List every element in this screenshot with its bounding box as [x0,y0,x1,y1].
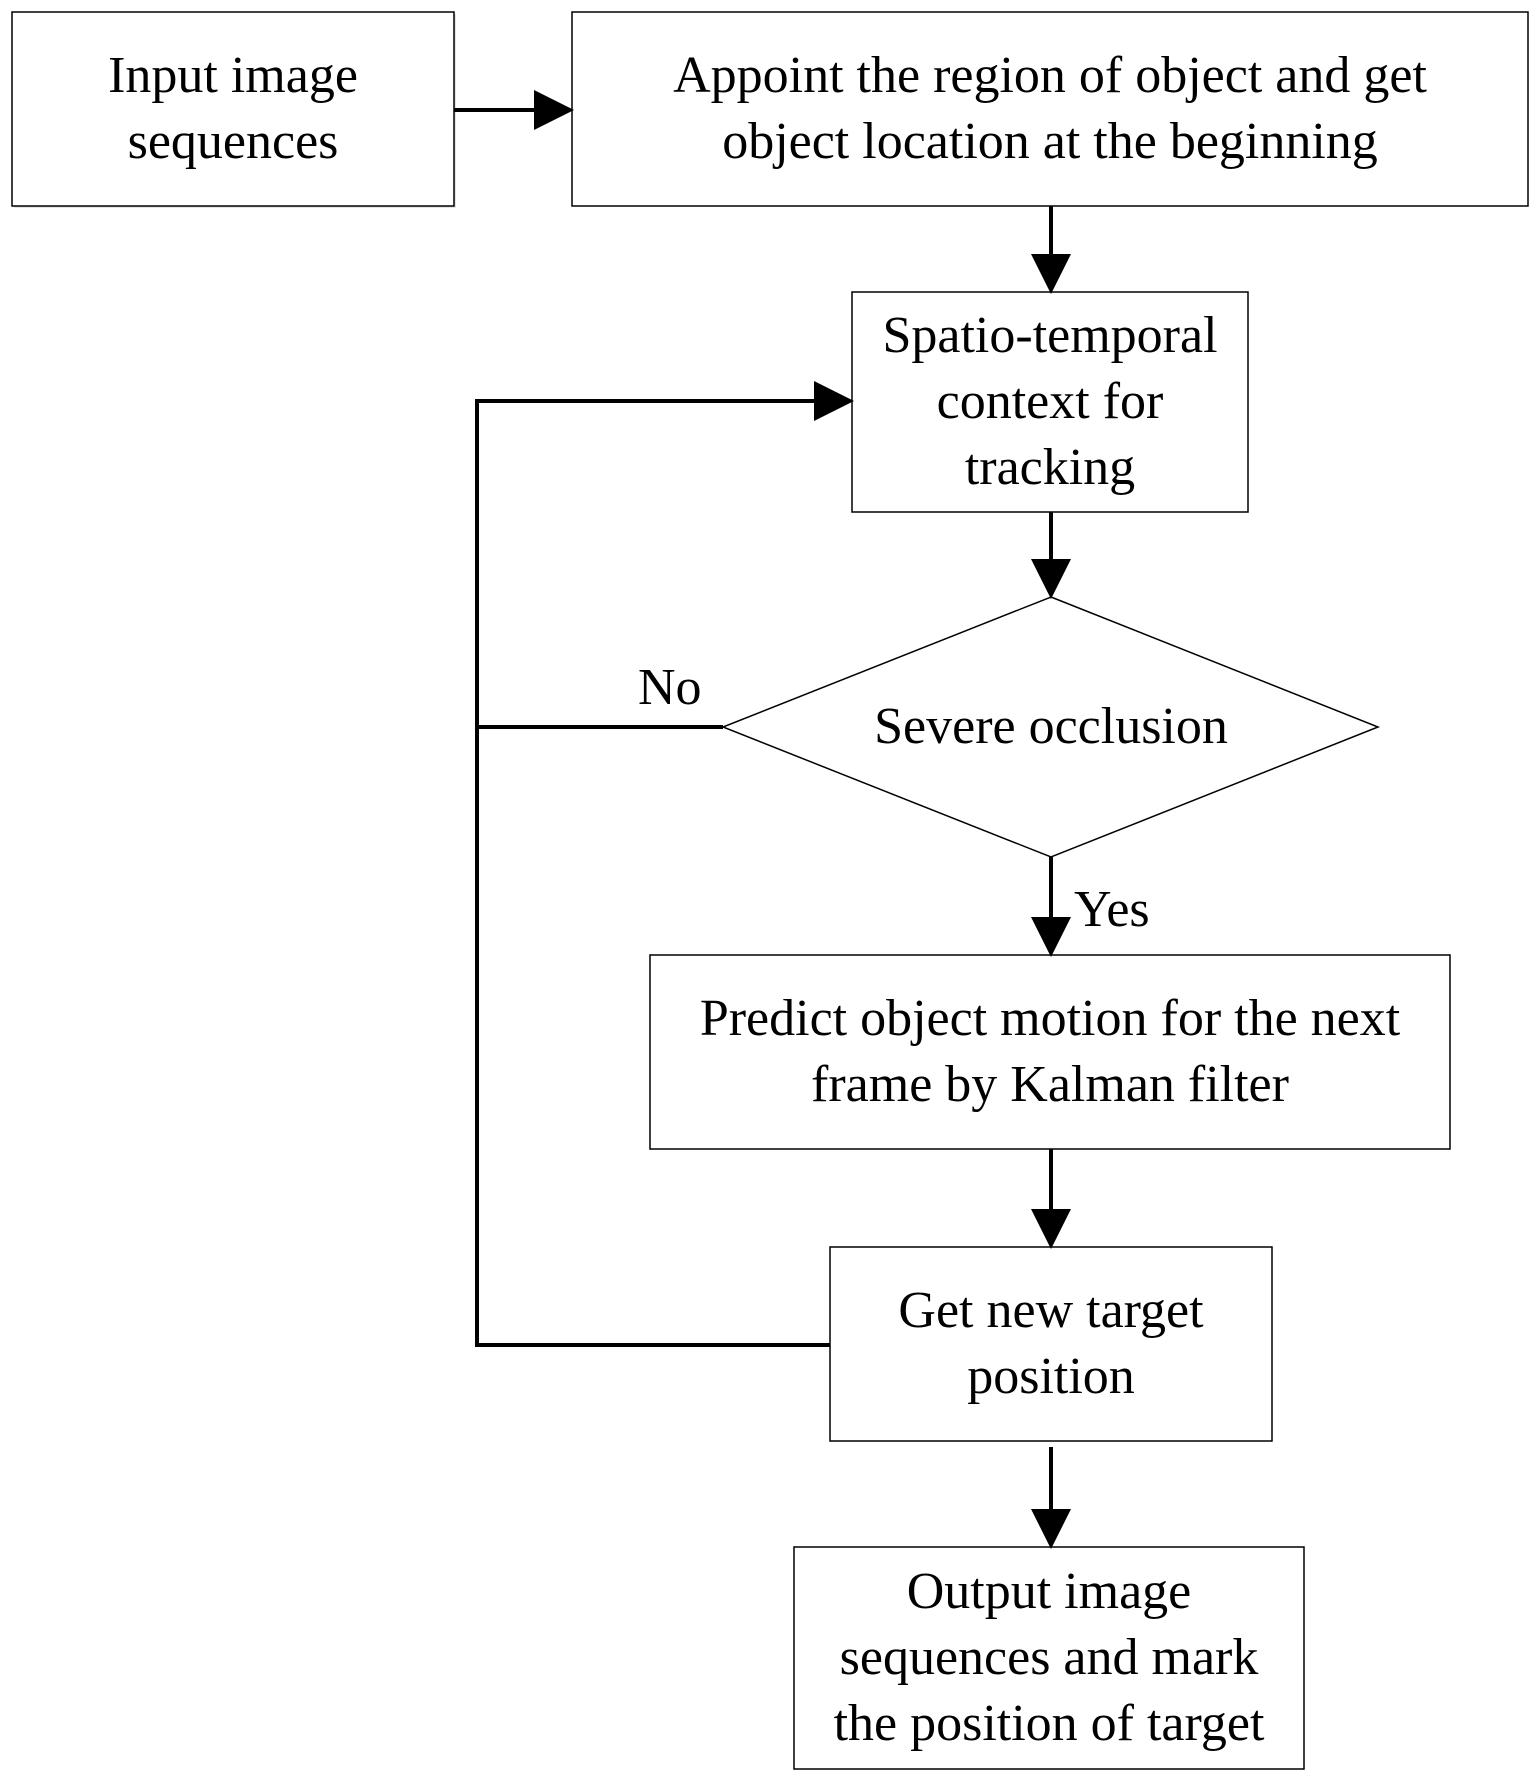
predict-line-1: Predict object motion for the next [699,990,1401,1047]
getpos-box [829,1246,1273,1442]
getpos-box-label: Get new target position [830,1247,1272,1441]
input-line-2: sequences [127,113,339,170]
appoint-box-label: Appoint the region of object and get obj… [572,12,1528,206]
predict-line-2: frame by Kalman filter [811,1056,1289,1113]
stc-box-label: Spatio-temporal context for tracking [852,292,1248,512]
input-box-label: Input image sequences [12,12,454,206]
decision-line-1: Severe occlusion [874,698,1228,755]
edge-label-no: No [638,659,702,716]
edge-label-yes: Yes [1074,881,1150,938]
appoint-line-1: Appoint the region of object and get [673,47,1427,104]
output-box-label: Output image sequences and mark the posi… [794,1547,1304,1769]
predict-box-label: Predict object motion for the next frame… [650,955,1450,1149]
input-box [11,11,455,207]
getpos-line-2: position [967,1348,1135,1405]
stc-line-1: Spatio-temporal [882,307,1218,364]
stc-box [851,291,1249,513]
input-line-1: Input image [108,47,358,104]
output-line-1: Output image [906,1563,1192,1620]
stc-line-2: context for [936,373,1164,430]
arrow-feedback-loop [475,381,854,1347]
appoint-box [571,11,1529,207]
stc-line-3: tracking [964,439,1136,496]
decision-label: Severe occlusion [800,687,1302,767]
output-line-2: sequences and mark [839,1629,1259,1686]
output-line-3: the position of target [833,1695,1265,1752]
getpos-line-1: Get new target [898,1282,1204,1339]
appoint-line-2: object location at the beginning [722,113,1378,170]
